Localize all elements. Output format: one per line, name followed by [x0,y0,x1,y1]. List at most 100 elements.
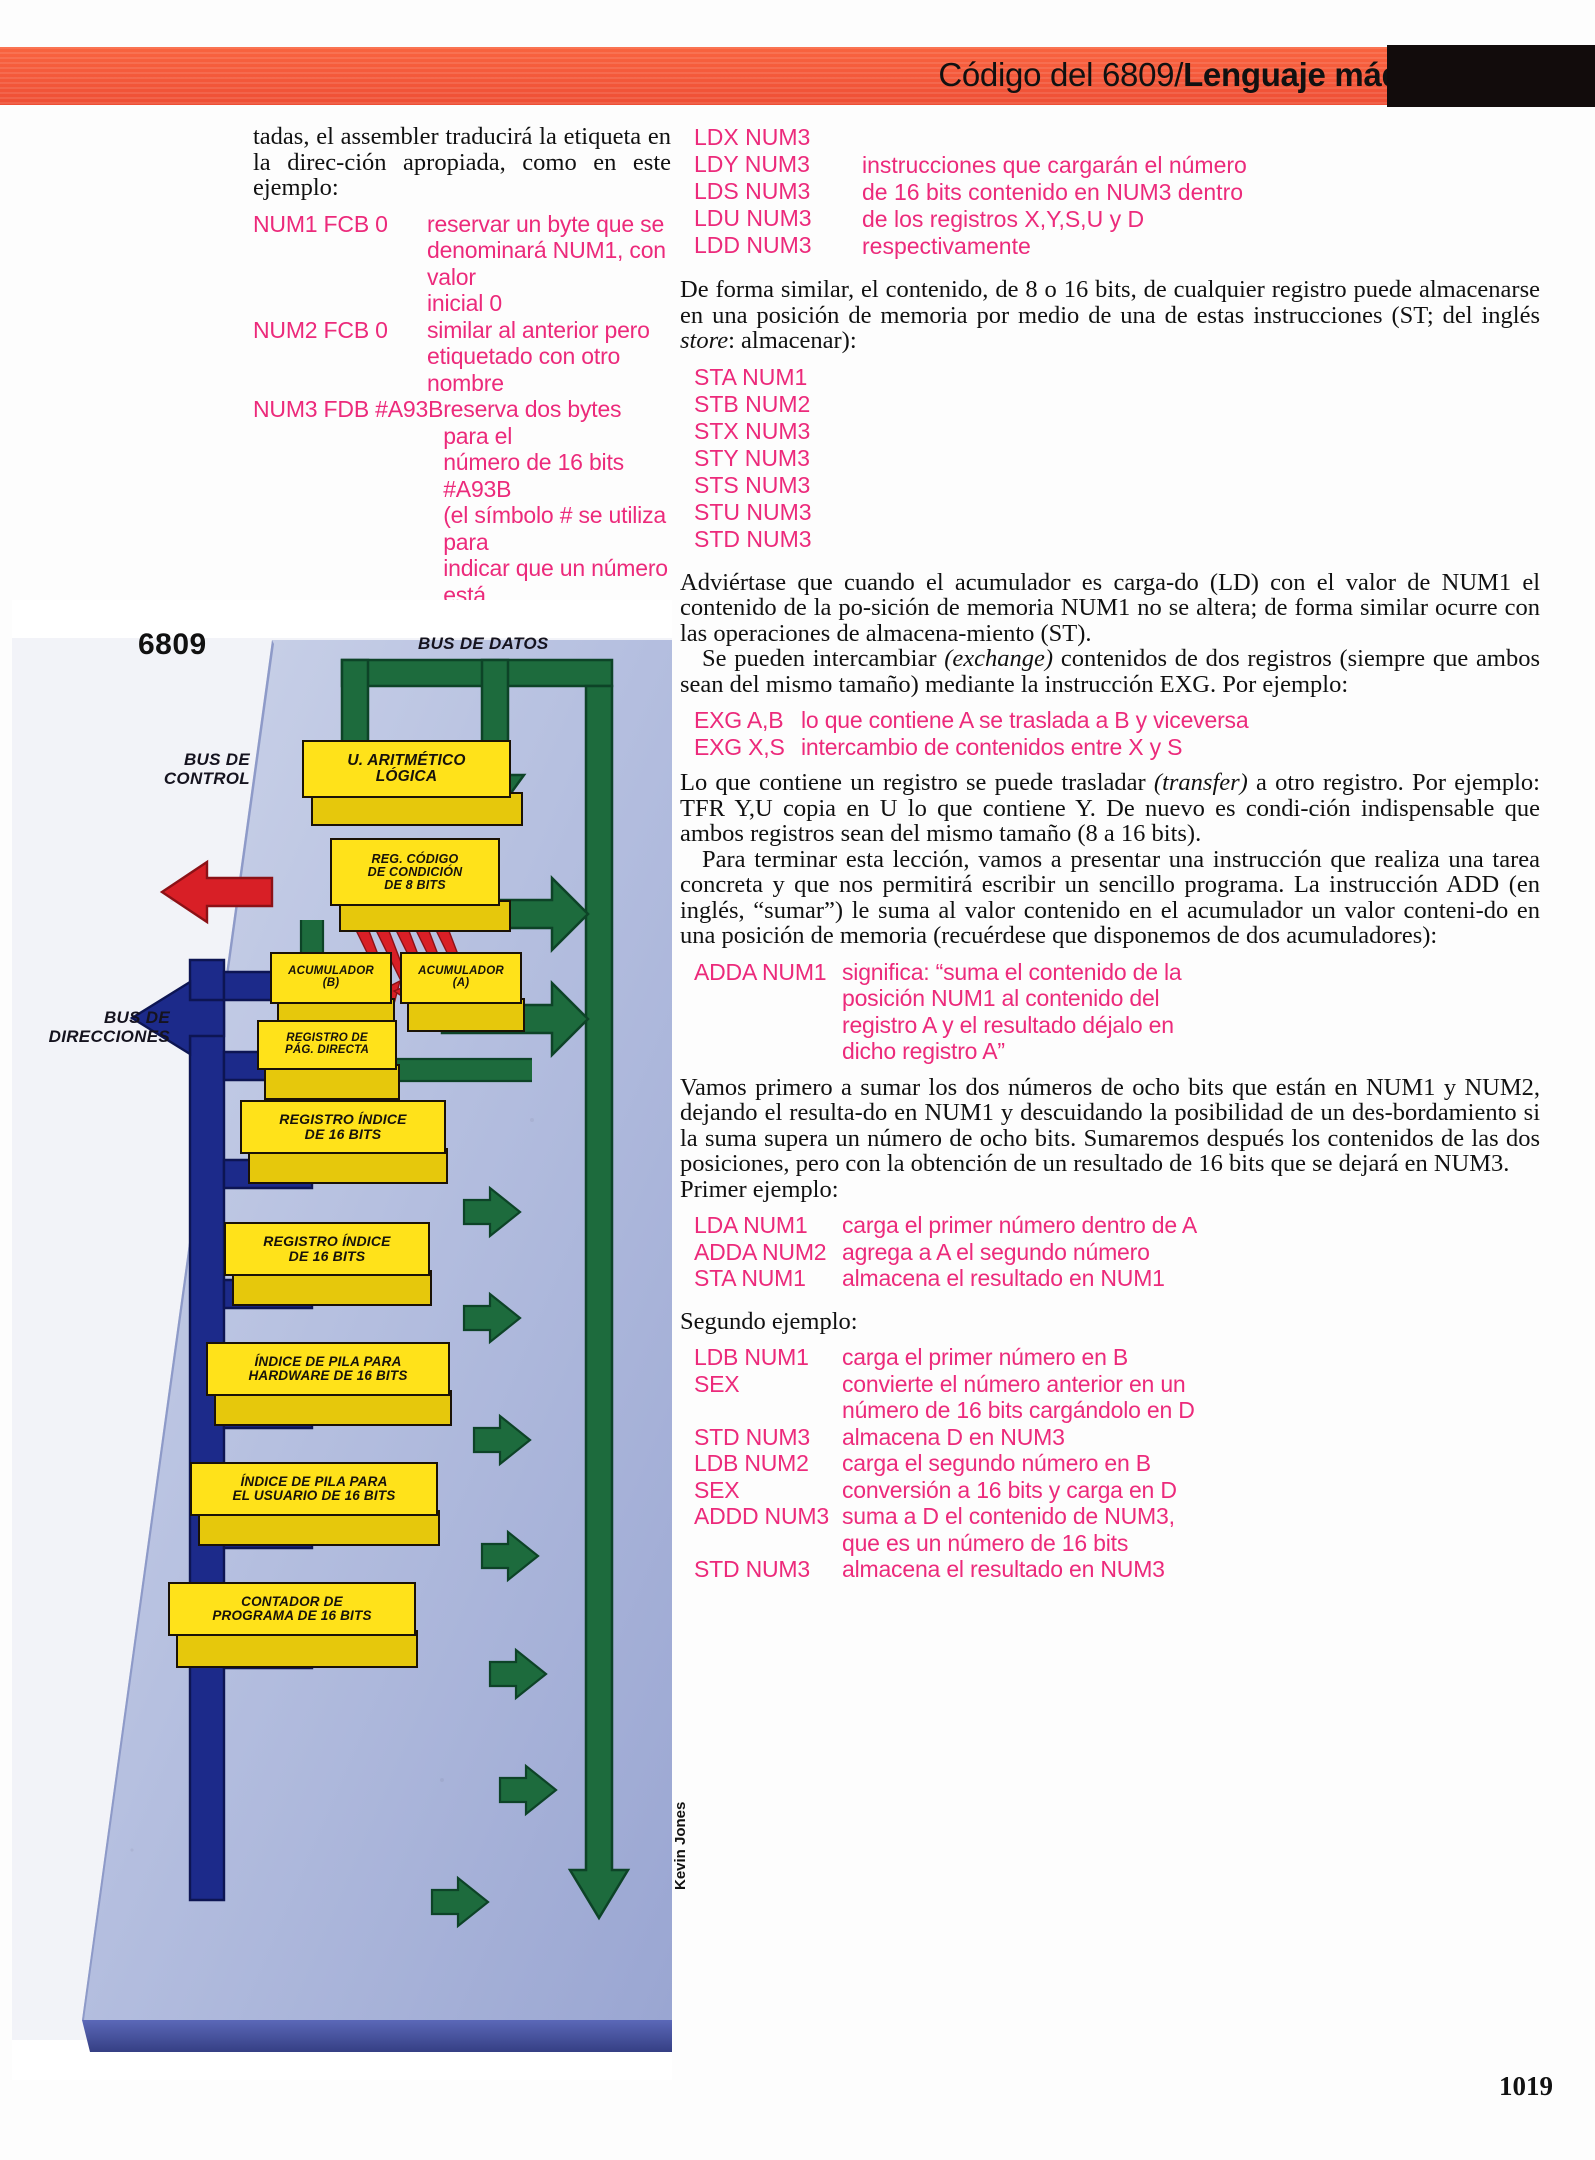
code-mnemonic: ADDD NUM3 [694,1503,829,1529]
bus-control-line: CONTROL [163,769,250,788]
code-desc-line: que es un número de 16 bits [842,1529,1129,1556]
code-row: NUM3 FDB #A93B reserva dos bytes para el… [253,396,671,661]
code-row: SEX convierte el número anterior en un n… [694,1371,1540,1424]
chip-name-label: 6809 [138,628,207,661]
code-description: similar al anterior pero etiquetado con … [427,317,671,397]
code-row: LDB NUM2 carga el segundo número en B [694,1450,1540,1477]
bus-datos-label: BUS DE DATOS [418,634,549,653]
block-label-line: ÍNDICE DE PILA PARA [254,1353,402,1369]
code-desc-line: etiquetado con otro nombre [427,343,627,396]
code-description: intercambio de contenidos entre X y S [801,733,1183,760]
code-row: STA NUM1 almacena el resultado en NUM1 [694,1265,1540,1292]
code-mnemonic: EXG A,B [694,707,784,733]
ld-mnemonic-list: LDX NUM3 LDY NUM3 LDS NUM3 LDU NUM3 LDD … [680,124,862,260]
code-desc-line: inicial 0 [427,290,502,316]
logo-block [1387,45,1595,107]
code-mnemonic: NUM2 FCB 0 [253,316,388,343]
code-desc-line: carga el primer número en B [842,1344,1129,1370]
ld-mnemonic: LDU NUM3 [694,205,812,231]
bus-datos-text: BUS DE DATOS [418,634,549,653]
banner-stripe-texture [0,47,1490,105]
code-desc-line: conversión a 16 bits y carga en D [842,1476,1177,1503]
code-mnemonic: NUM3 FDB #A93B [253,396,444,422]
right-paragraph-5: Para terminar esta lección, vamos a pres… [680,845,1540,949]
right-paragraph-3: Se pueden intercambiar (exchange) conten… [680,646,1540,697]
code-desc-line: significa: “suma el contenido de la [842,958,1182,985]
block-label-line: PÁG. DIRECTA [285,1044,369,1056]
block-label-line: DE 16 BITS [288,1248,366,1264]
ld-desc-line: respectivamente [862,233,1031,259]
bus-control-label: BUS DE CONTROL [118,750,250,788]
code-description: conversión a 16 bits y carga en D [842,1477,1540,1504]
cpu-block-diagram: U. ARITMÉTICO LÓGICA REG. CÓDIGO DE COND… [12,600,672,2080]
code-block-exg: EXG A,B lo que contiene A se traslada a … [680,707,1540,760]
ld-instruction-group: LDX NUM3 LDY NUM3 LDS NUM3 LDU NUM3 LDD … [680,124,1540,260]
register-block-ccr: REG. CÓDIGO DE CONDICIÓN DE 8 BITS [330,838,511,932]
code-desc-line: dicho registro A” [842,1038,1005,1064]
code-desc-line: convierte el número anterior en un [842,1370,1186,1397]
block-label-line: ÍNDICE DE PILA PARA [240,1473,388,1489]
code-desc-line: almacena D en NUM3 [842,1423,1065,1450]
code-description: carga el primer número dentro de A [842,1212,1198,1238]
code-mnemonic: LDB NUM1 [694,1344,809,1370]
code-description: significa: “suma el contenido de la posi… [842,959,1540,1065]
right-paragraph-2: Adviértase que cuando el acumulador es c… [680,568,1540,647]
bus-address-line: DIRECCIONES [48,1027,170,1046]
block-label-line: REGISTRO ÍNDICE [263,1233,391,1250]
block-label-line: REGISTRO ÍNDICE [279,1111,407,1128]
code-desc-line: denominará NUM1, con valor [427,237,673,290]
bus-direcciones-label: BUS DE DIRECCIONES [20,1008,170,1046]
register-block-index-2: REGISTRO ÍNDICE DE 16 BITS [224,1222,434,1306]
code-mnemonic: SEX [694,1476,740,1503]
left-paragraph-1: tadas, el assembler traducirá la etiquet… [253,123,671,201]
block-label-line: REGISTRO DE [286,1032,368,1045]
block-label-line: CONTADOR DE [241,1593,343,1609]
st-mnemonic: STD NUM3 [694,525,812,552]
ld-desc-line: de 16 bits contenido en NUM3 dentro [862,179,1244,205]
code-description: reserva dos bytes para el número de 16 b… [443,396,671,661]
code-row: ADDD NUM3 suma a D el contenido de NUM3,… [694,1503,1540,1556]
code-desc-line: reservar un byte que se [427,210,665,237]
para4-text-b: a otro registro. Por ejemplo: TFR Y,U co… [680,769,1540,847]
code-row: EXG X,S intercambio de contenidos entre … [694,734,1540,761]
block-label-line: REG. CÓDIGO [371,851,459,866]
italic-term-exchange: (exchange) [944,645,1054,672]
first-example-label: Primer ejemplo: [680,1175,839,1203]
ld-mnemonic: LDY NUM3 [694,151,810,177]
code-description: almacena D en NUM3 [842,1424,1540,1451]
ld-mnemonic: LDS NUM3 [694,178,811,204]
block-label-line: DE 8 BITS [384,877,446,892]
code-mnemonic: STD NUM3 [694,1556,810,1582]
code-block-fcb: NUM1 FCB 0 reservar un byte que se denom… [253,211,671,662]
code-desc-line: almacena el resultado en NUM3 [842,1556,1165,1582]
code-row: STD NUM3 almacena el resultado en NUM3 [694,1556,1540,1583]
right-paragraph-6: Vamos primero a sumar los dos números de… [680,1073,1540,1177]
code-description: reservar un byte que se denominará NUM1,… [427,211,671,317]
code-block-first-example: LDA NUM1 carga el primer número dentro d… [680,1212,1540,1292]
code-desc-line: carga el segundo número en B [842,1450,1151,1476]
code-desc-line: registro A y el resultado déjalo en [842,1011,1174,1038]
code-description: suma a D el contenido de NUM3, que es un… [842,1503,1540,1556]
page-title-section: Código del 6809/ [938,56,1184,94]
bus-address-line: BUS DE [103,1008,170,1027]
right-paragraph-4: Lo que contiene un registro se puede tra… [680,770,1540,847]
ld-mnemonic: LDX NUM3 [694,124,811,150]
code-row: SEX conversión a 16 bits y carga en D [694,1477,1540,1504]
register-block-program-counter: CONTADOR DE PROGRAMA DE 16 BITS [168,1582,420,1668]
block-label-line: DE CONDICIÓN [367,864,463,879]
register-block-hardware-stack: ÍNDICE DE PILA PARA HARDWARE DE 16 BITS [206,1342,454,1426]
ld-group-description: instrucciones que cargarán el número de … [862,124,1540,260]
code-desc-line: posición NUM1 al contenido del [842,985,1160,1011]
ld-desc-line: de los registros X,Y,S,U y D [862,206,1145,232]
code-mnemonic: STA NUM1 [694,1265,806,1291]
register-block-accumulator-b: ACUMULADOR (B) [270,952,395,1032]
code-mnemonic: STD NUM3 [694,1423,810,1450]
italic-term-store: store [680,327,729,354]
register-block-user-stack: ÍNDICE DE PILA PARA EL USUARIO DE 16 BIT… [190,1462,442,1546]
block-label-line: DE 16 BITS [304,1126,382,1142]
code-mnemonic: NUM1 FCB 0 [253,210,388,237]
code-row: ADDA NUM1 significa: “suma el contenido … [694,959,1540,1065]
bus-control-line: BUS DE [183,750,250,769]
block-label-line: HARDWARE DE 16 BITS [248,1368,408,1383]
